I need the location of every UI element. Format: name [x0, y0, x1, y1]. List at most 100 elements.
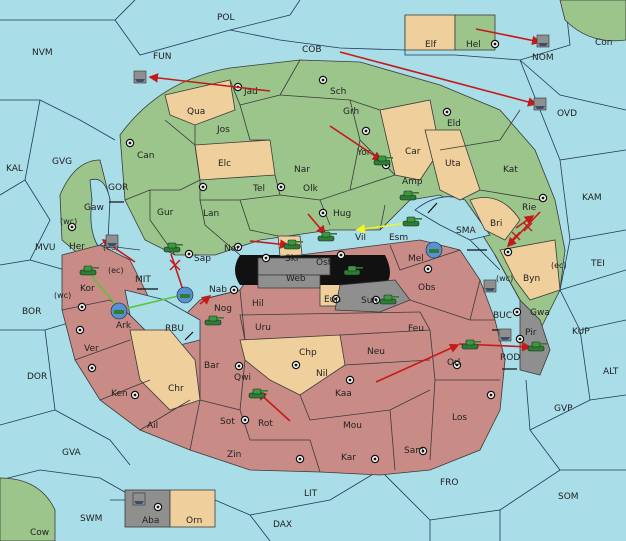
label-web: Web: [286, 274, 306, 284]
dislodge-markers: [169, 222, 533, 271]
label-pir: Pir: [525, 328, 537, 338]
label-yor: Yor: [356, 148, 371, 158]
sea-label-ovd: OVD: [557, 109, 577, 119]
order-bri-rie: [515, 215, 535, 229]
label-gwa: Gwa: [530, 308, 550, 318]
sea-label-swm: SWM: [80, 514, 102, 524]
label-elf: Elf: [425, 40, 437, 50]
label-sam: Sam: [404, 446, 424, 456]
order-arrows: [89, 28, 542, 422]
label-esm: Esm: [389, 233, 408, 243]
unit-fleet-byn: [483, 279, 497, 293]
province-aba[interactable]: [124, 489, 171, 528]
order-lan-vil: [307, 213, 327, 236]
province-bri[interactable]: [469, 197, 521, 241]
order-hel-nom: [475, 28, 542, 46]
label-kar: Kar: [341, 453, 356, 463]
sea-label-nvm: NVM: [32, 48, 53, 58]
unit-fleet-nom: [536, 34, 550, 48]
sea-label-sma: SMA: [456, 226, 476, 236]
label-sot: Sot: [220, 417, 235, 427]
sea-label-nom: NOM: [532, 53, 554, 63]
label-eld: Eld: [447, 119, 461, 129]
label-uru: Uru: [255, 323, 271, 333]
province-cow[interactable]: [0, 477, 56, 541]
sea-sma[interactable]: [414, 196, 491, 241]
label-nab: Nab: [209, 285, 227, 295]
label-kaa: Kaa: [335, 389, 352, 399]
sea-label-gor: GOR: [108, 183, 128, 193]
order-nog-nab: [199, 295, 212, 305]
label-mel: Mel: [408, 254, 424, 264]
unit-fleet-her: [105, 234, 119, 248]
label-nog: Nog: [214, 304, 232, 314]
province-car[interactable]: [379, 99, 441, 181]
label-kat: Kat: [503, 165, 518, 175]
province-qua[interactable]: [164, 79, 236, 126]
province-ost[interactable]: [257, 257, 331, 276]
label-olk: Olk: [303, 184, 319, 194]
sea-label-bor: BOR: [22, 307, 41, 317]
province-uta[interactable]: [424, 129, 481, 201]
label-rie: Rie: [522, 203, 537, 213]
unit-fleet-aba: [132, 492, 146, 506]
sea-label-dor: DOR: [27, 372, 47, 382]
province-byn[interactable]: [499, 239, 561, 301]
sea-label-fun: FUN: [153, 52, 172, 62]
province-orn[interactable]: [169, 489, 216, 528]
label-neu: Neu: [367, 347, 385, 357]
label-chp: Chp: [299, 348, 317, 358]
coast-label-kor-ec: (ec): [108, 266, 124, 275]
province-elc[interactable]: [194, 139, 276, 181]
sea-label-gva: GVA: [62, 448, 82, 458]
passage-rbu: [184, 331, 194, 341]
unit-fleet-nab: [176, 286, 194, 304]
sea-label-tei: TEI: [590, 259, 605, 269]
unit-fleet-fun: [133, 70, 147, 84]
label-nil: Nil: [316, 369, 328, 379]
label-amp: Amp: [402, 177, 423, 187]
label-chr: Chr: [168, 384, 184, 394]
label-aba: Aba: [142, 516, 159, 526]
label-eun: Eun: [324, 295, 341, 305]
coast-label-kor-wc: (wc): [54, 291, 71, 300]
province-web[interactable]: [257, 274, 321, 289]
sea-label-buc: BUC: [493, 311, 512, 321]
label-bar: Bar: [204, 361, 220, 371]
sea-label-kal: KAL: [6, 164, 23, 174]
unit-fleet-ark: [110, 302, 128, 320]
order-nor-skr: [249, 239, 290, 249]
province-labels: Elf Hel Jad Sch Qua Grh Eld Jos Can Yor …: [69, 40, 550, 526]
province-pir[interactable]: [519, 299, 551, 376]
label-orn: Orn: [186, 516, 202, 526]
sea-label-mvu: MVU: [35, 243, 56, 253]
order-rie-bri: [506, 211, 541, 248]
sea-label-gvp: GVP: [554, 404, 573, 414]
label-vil: Vil: [355, 233, 366, 243]
label-lan: Lan: [203, 209, 219, 219]
label-sch: Sch: [330, 87, 346, 97]
label-hel: Hel: [466, 40, 481, 50]
sea-label-dax: DAX: [273, 520, 292, 530]
label-qua: Qua: [187, 107, 205, 117]
coast-label-her-wc: (wc): [60, 217, 77, 226]
sea-label-rod: ROD: [500, 353, 520, 363]
label-hil: Hil: [252, 299, 264, 309]
sea-label-con: Con: [595, 38, 613, 48]
label-nor: Nor: [224, 244, 240, 254]
label-uta: Uta: [445, 159, 461, 169]
label-obs: Obs: [418, 283, 436, 293]
label-feu: Feu: [408, 324, 424, 334]
order-jad-fun: [148, 73, 271, 92]
sea-labels: POL NVM FUN COB NOM Con OVD KAL GVG GOR …: [6, 13, 619, 538]
label-can: Can: [137, 151, 155, 161]
order-cob-ovd: [339, 51, 538, 107]
coast-label-byn-wc: (wc): [496, 274, 513, 283]
label-ost: Ost: [316, 258, 332, 268]
label-hug: Hug: [333, 209, 351, 219]
label-kor: Kor: [80, 284, 95, 294]
label-skr: Skr: [285, 254, 300, 264]
label-byn: Byn: [523, 274, 540, 284]
label-nar: Nar: [294, 165, 310, 175]
